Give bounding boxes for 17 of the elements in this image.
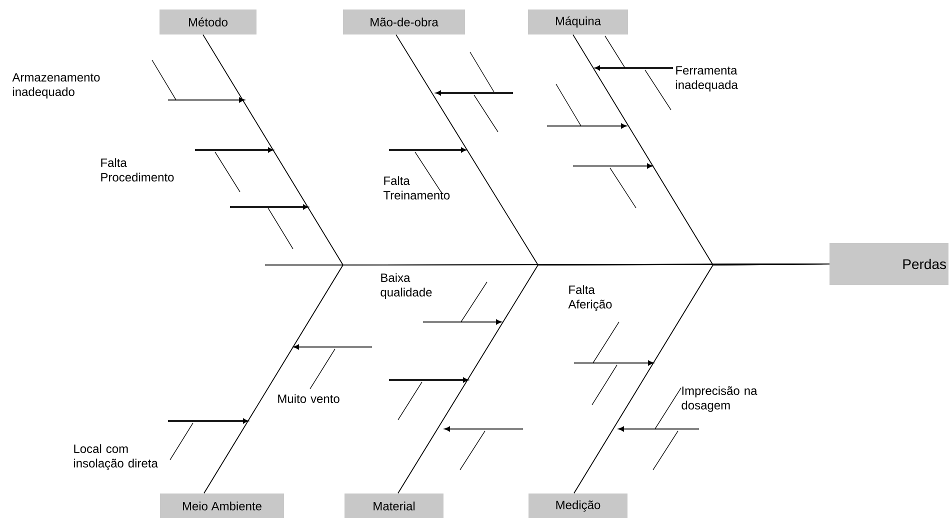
- effect-box: Perdas: [830, 243, 948, 285]
- cause-label: Armazenamento inadequado: [12, 73, 100, 98]
- cause-label: Imprecisão na dosagem: [682, 386, 758, 412]
- category-box: Medição: [528, 494, 628, 518]
- category-box: Método: [160, 10, 256, 34]
- cause-label: Falta Treinamento: [383, 176, 450, 200]
- fishbone-line: [574, 264, 830, 494]
- cause-label: Muito vento: [278, 394, 340, 403]
- cause-label: Falta Aferição: [568, 285, 612, 311]
- cause-label: Local com insolação direta: [74, 444, 158, 470]
- category-box: Material: [344, 494, 444, 518]
- category-box: Máquina: [528, 10, 628, 34]
- category-box: Mão-de-obra: [343, 10, 465, 34]
- cause-label: Falta Procedimento: [101, 158, 174, 182]
- cause-label: Baixa qualidade: [380, 273, 432, 299]
- category-box: Meio Ambiente: [160, 494, 284, 518]
- cause-label: Ferramenta inadequada: [676, 66, 738, 92]
